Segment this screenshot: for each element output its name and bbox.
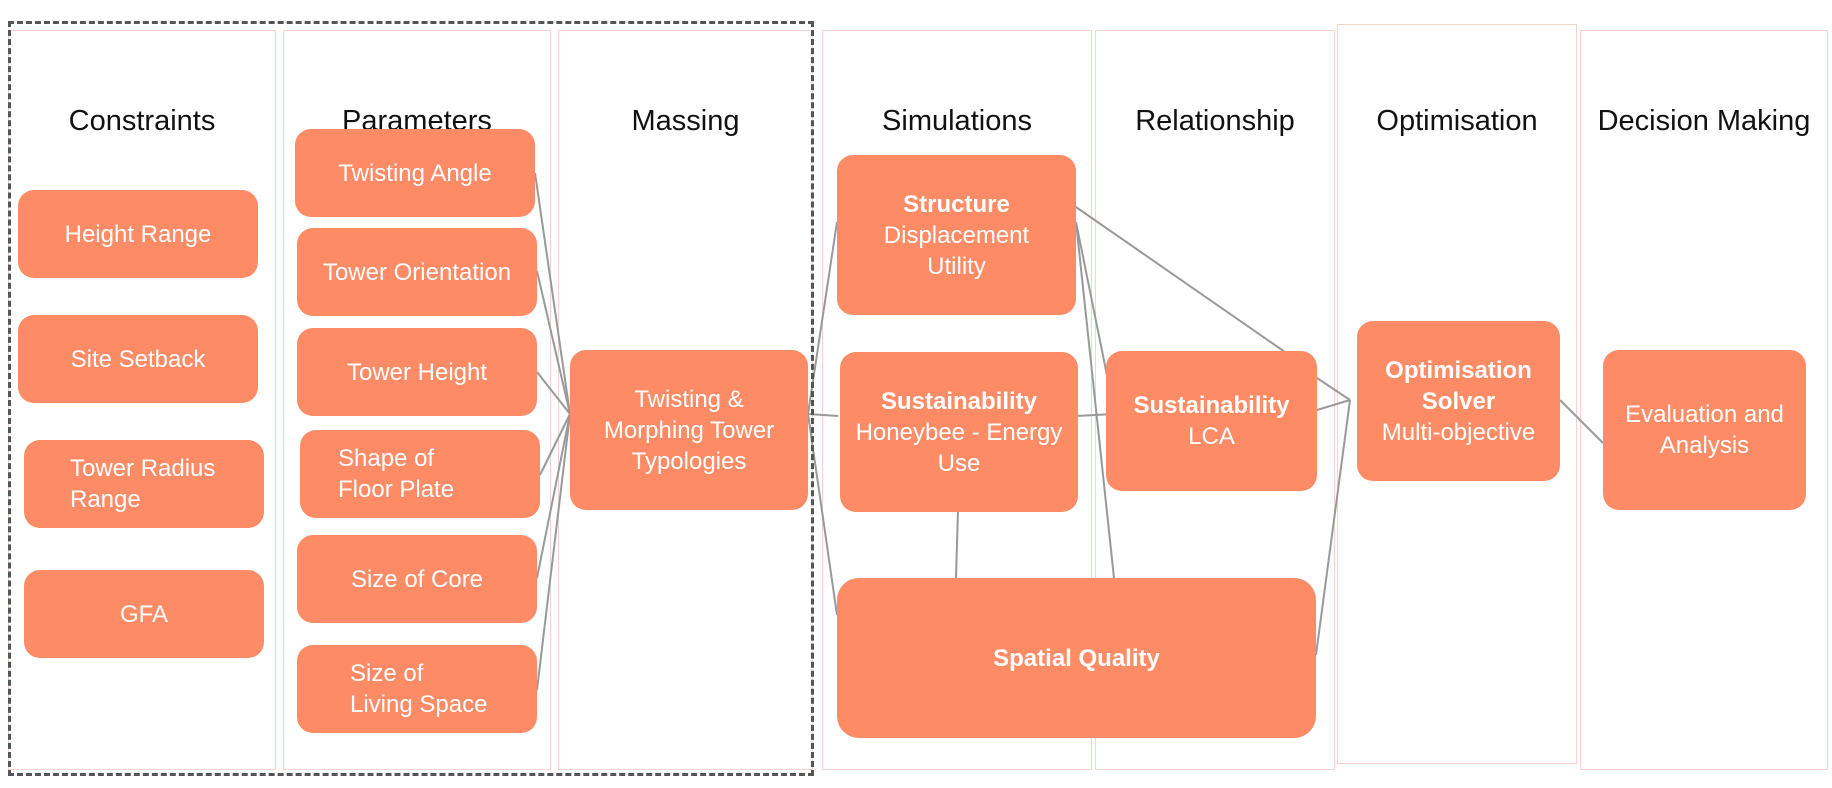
connector-lca-optimisation-2 [1316,399,1351,411]
node-size-living-space: Size of Living Space [297,645,537,733]
node-twisting-angle: Twisting Angle [295,129,535,217]
node-evaluation-analysis-label: Evaluation and Analysis [1625,401,1784,459]
node-sustainability-sim-title: Sustainability [880,387,1038,415]
connector-structure-spatial [1075,221,1115,579]
node-optimisation-solver-title: Optimisation Solver [1385,356,1532,415]
node-sustainability-lca-title: Sustainability [1133,392,1290,419]
node-height-range: Height Range [18,190,258,278]
connector-twisting-angle-massing [534,172,571,415]
node-evaluation-analysis: Evaluation and Analysis [1603,350,1806,510]
column-title-decision-making: Decision Making [1597,105,1811,137]
node-tower-height-label: Tower Height [346,358,488,386]
column-title-optimisation: Optimisation [1376,105,1538,137]
connector-structure-optimisation [1072,204,1286,353]
connector-tower-height-massing [536,371,571,415]
node-site-setback: Site Setback [18,315,258,403]
connector-massing-spatial [807,413,838,616]
node-tower-radius-range-label: Tower Radius Range [70,455,216,513]
column-title-massing: Massing [631,105,740,137]
column-title-relationship: Relationship [1135,105,1295,137]
node-spatial-quality-title: Spatial Quality [993,644,1160,672]
node-shape-floor-plate: Shape of Floor Plate [300,430,540,518]
connector-optimisation-evaluation [1559,399,1604,444]
node-spatial-quality: Spatial Quality [837,578,1316,738]
node-tower-radius-range: Tower Radius Range [24,440,264,528]
node-height-range-label: Height Range [64,220,212,248]
node-tower-orientation: Tower Orientation [297,228,537,316]
node-optimisation-solver-body: Multi-objective [1381,418,1536,446]
node-sustainability-sim: Sustainability Honeybee - Energy Use [840,352,1078,512]
node-tower-height: Tower Height [297,328,537,416]
connector-tower-orientation-massing [536,270,571,415]
connector-massing-sustainability [807,413,839,417]
node-tower-orientation-label: Tower Orientation [322,258,512,286]
node-size-living-space-label: Size of Living Space [350,660,488,718]
connector-size-core-massing [536,413,571,579]
node-size-core-label: Size of Core [350,565,484,593]
node-optimisation-solver: Optimisation Solver Multi-objective [1357,321,1560,481]
node-massing-typologies: Twisting & Morphing Tower Typologies [570,350,808,510]
node-structure-body: Displacement Utility [883,221,1030,280]
column-title-constraints: Constraints [68,105,216,137]
node-gfa-label: GFA [119,600,168,628]
node-size-core: Size of Core [297,535,537,623]
node-sustainability-lca-body: LCA [1188,423,1235,450]
node-site-setback-label: Site Setback [70,345,206,373]
node-structure: Structure Displacement Utility [837,155,1076,315]
column-title-simulations: Simulations [882,105,1032,137]
connector-spatial-optimisation [1315,399,1351,656]
node-massing-typologies-label: Twisting & Morphing Tower Typologies [603,385,775,475]
connector-living-space-massing [536,413,571,691]
connector-floor-plate-massing [539,413,571,476]
node-twisting-angle-label: Twisting Angle [338,159,492,187]
node-sustainability-sim-body: Honeybee - Energy Use [855,418,1063,477]
connector-massing-structure [807,221,838,415]
node-shape-floor-plate-label: Shape of Floor Plate [338,445,455,503]
node-sustainability-lca: Sustainability LCA [1106,351,1317,491]
node-structure-title: Structure [903,190,1010,218]
connector-sustainability-spatial [955,509,959,579]
node-gfa: GFA [24,570,264,658]
connector-lca-optimisation [1316,377,1351,401]
